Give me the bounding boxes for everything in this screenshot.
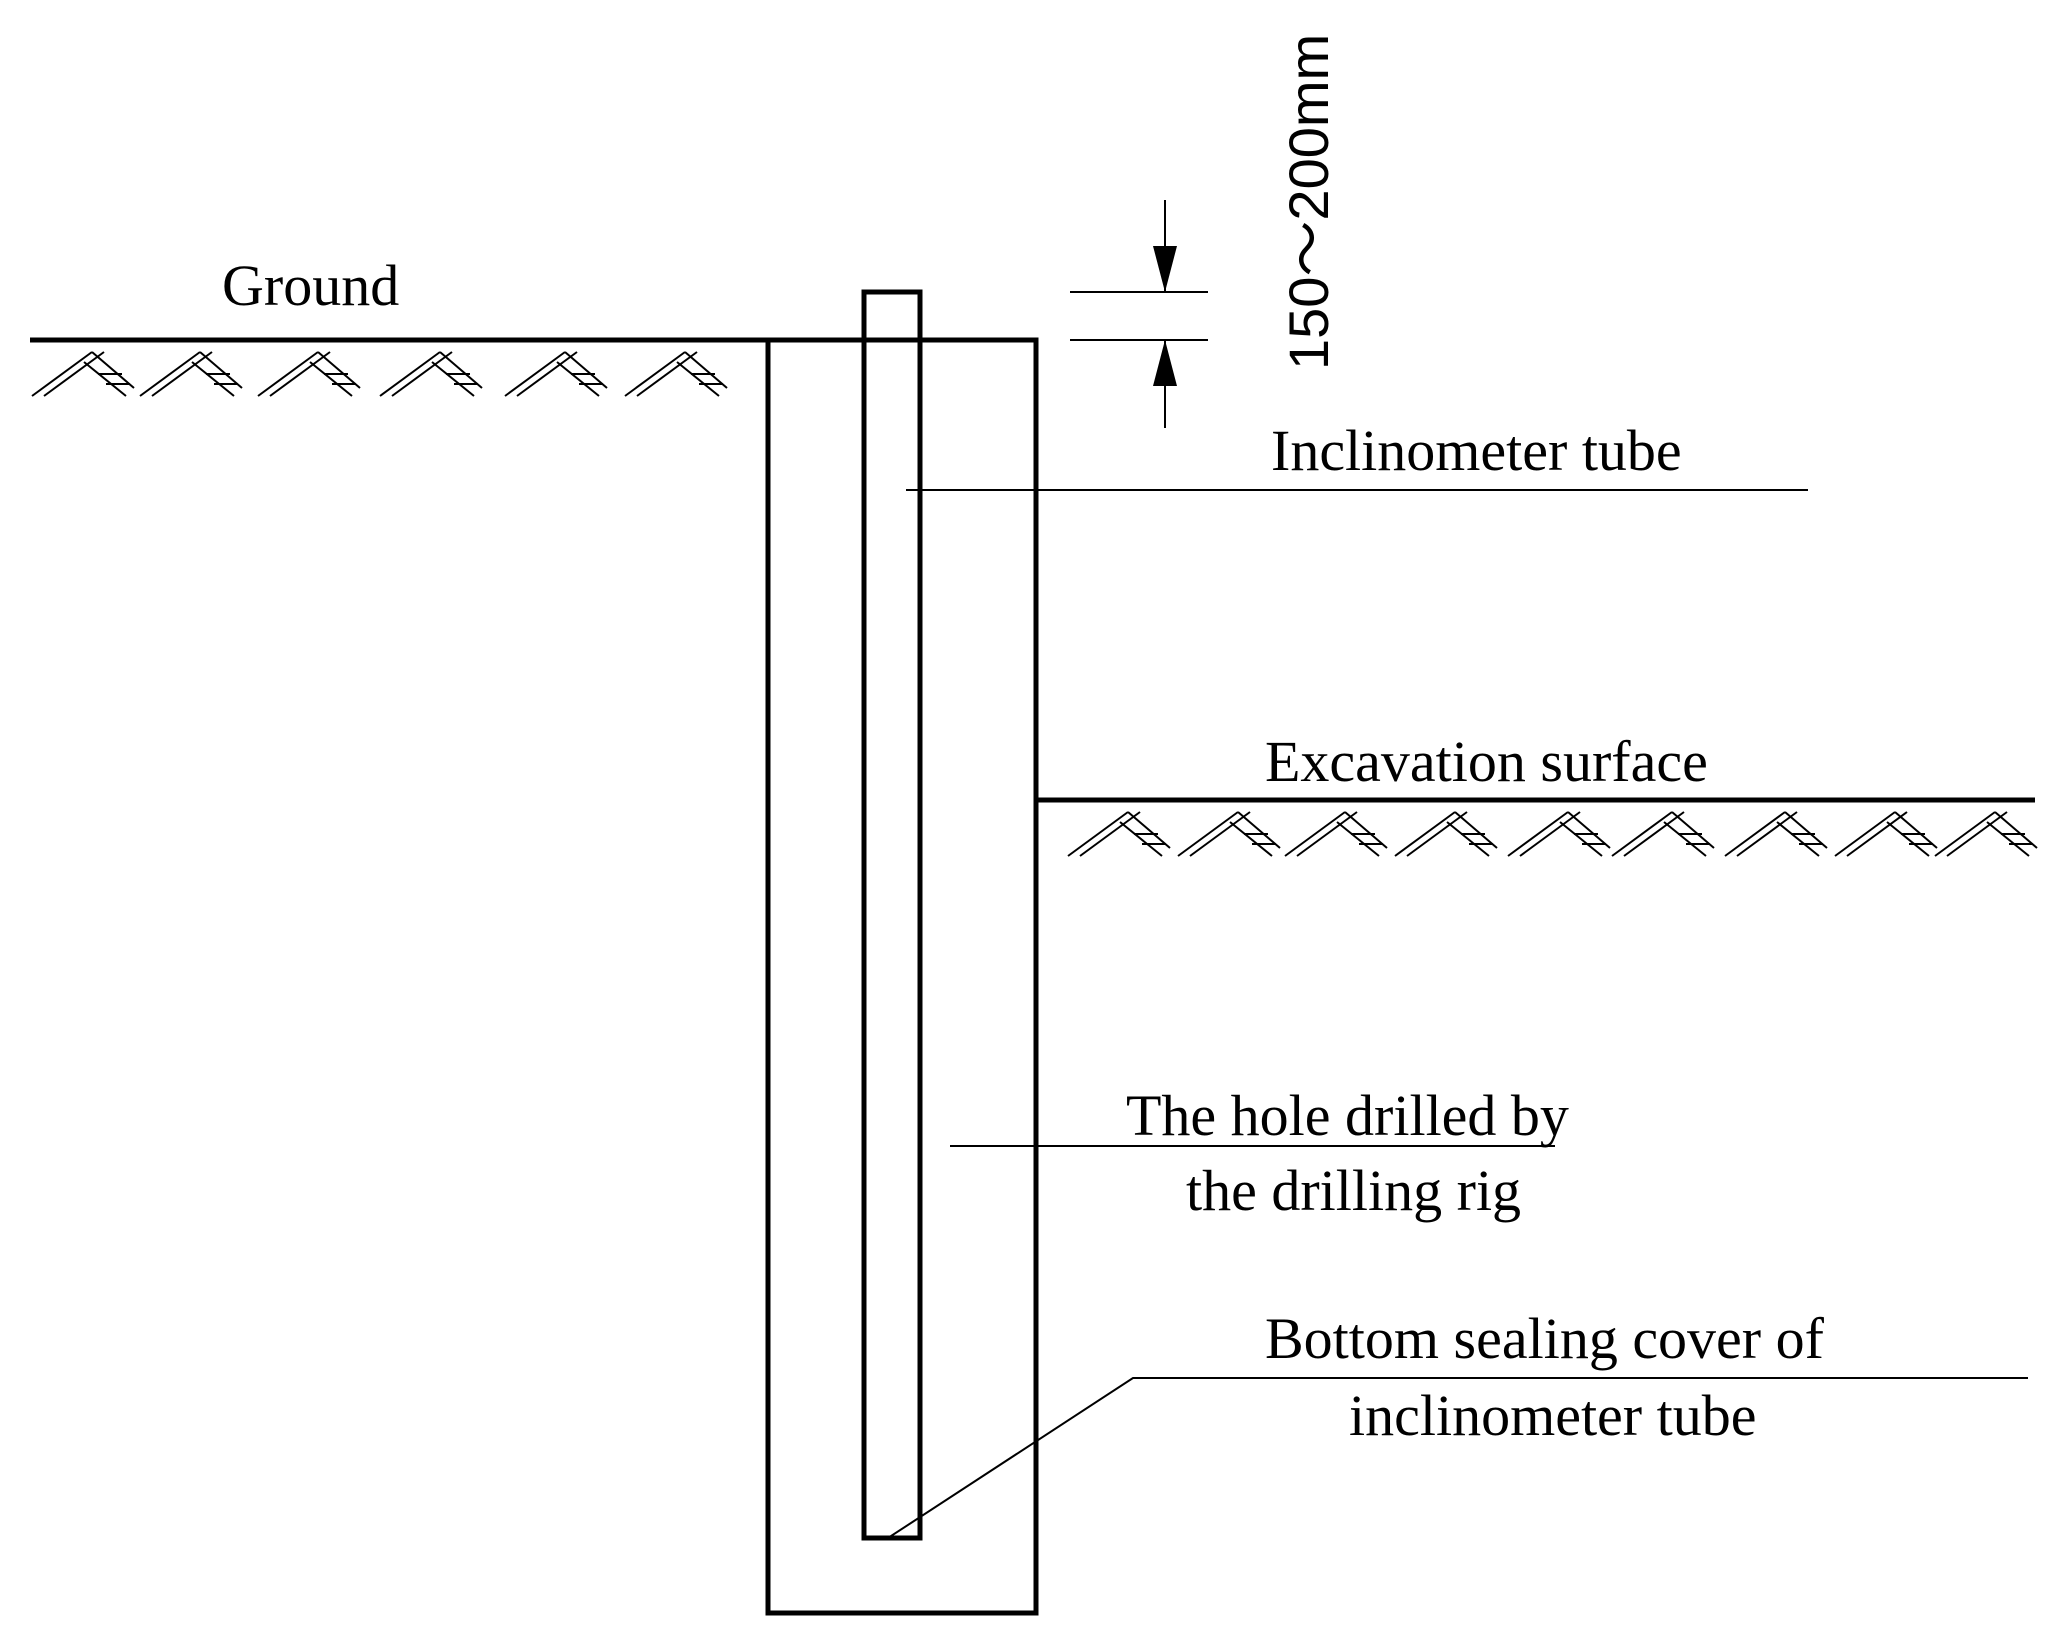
drilled-hole-label-line2: the drilling rig xyxy=(1186,1158,1521,1223)
arrow-up-icon xyxy=(1153,340,1177,386)
soil-hatch-symbol xyxy=(624,351,728,397)
bottom-cover-label-line1: Bottom sealing cover of xyxy=(1265,1306,1825,1371)
soil-hatch-symbol xyxy=(379,351,483,397)
soil-hatch-symbol xyxy=(1724,811,1828,857)
soil-hatch-symbol xyxy=(257,351,361,397)
ground-label: Ground xyxy=(222,253,399,318)
soil-hatch-symbol xyxy=(31,351,135,397)
soil-hatch-symbol xyxy=(1284,811,1388,857)
arrow-down-icon xyxy=(1153,246,1177,292)
soil-hatch-symbol xyxy=(1394,811,1498,857)
drilled-hole-label-line1: The hole drilled by xyxy=(1126,1083,1569,1148)
soil-hatch-symbol xyxy=(1834,811,1938,857)
ground-hatching xyxy=(31,351,728,397)
soil-hatch-symbol xyxy=(1611,811,1715,857)
soil-hatch-symbol xyxy=(1934,811,2038,857)
soil-hatch-symbol xyxy=(504,351,608,397)
inclinometer-tube xyxy=(861,289,923,1541)
excavation-surface-label: Excavation surface xyxy=(1265,729,1708,794)
inclinometer-tube-label: Inclinometer tube xyxy=(1271,418,1682,483)
dimension-marker xyxy=(1070,200,1208,428)
excavation-hatching xyxy=(1067,811,2038,857)
bottom-cover-label-line2: inclinometer tube xyxy=(1349,1383,1756,1448)
soil-hatch-symbol xyxy=(139,351,243,397)
drilled-hole xyxy=(765,337,1039,1616)
bottom-cover-leader xyxy=(887,1377,2028,1539)
soil-hatch-symbol xyxy=(1507,811,1611,857)
dimension-label: 150～200mm xyxy=(1277,34,1340,370)
soil-hatch-symbol xyxy=(1067,811,1171,857)
soil-hatch-symbol xyxy=(1177,811,1281,857)
